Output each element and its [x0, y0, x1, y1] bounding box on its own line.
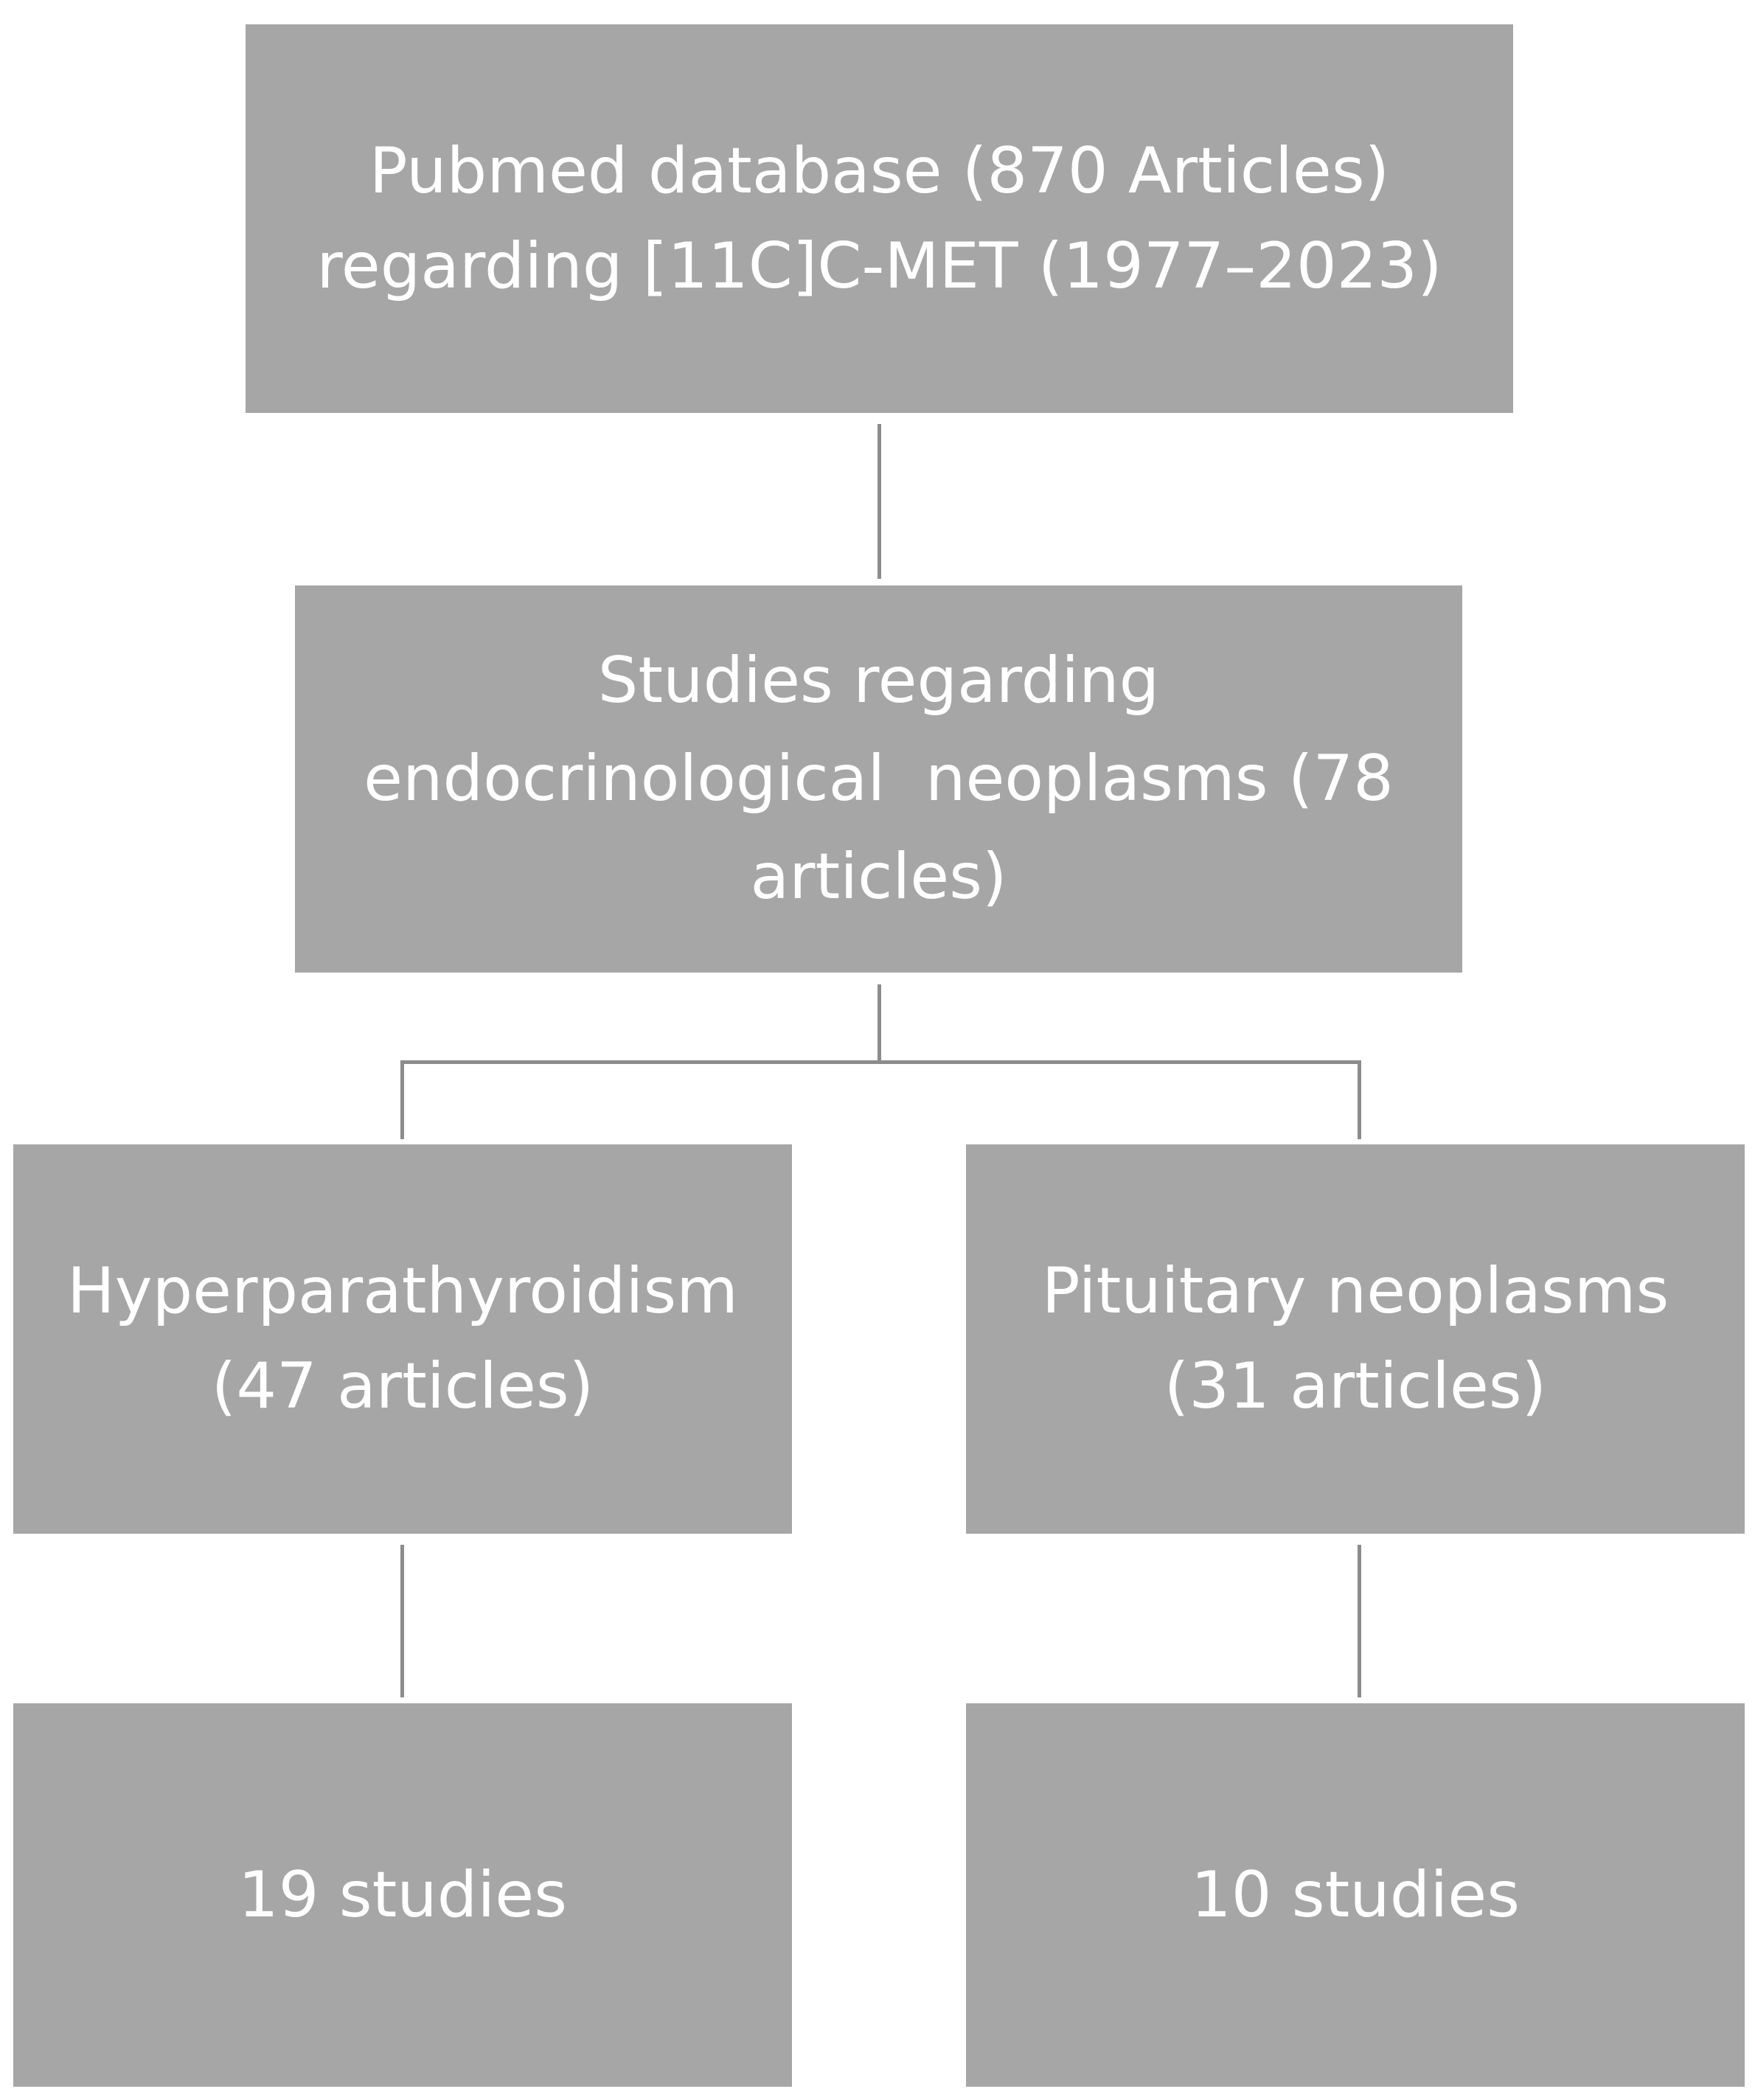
right-box-line-2: (31 articles) — [1164, 1349, 1547, 1423]
connector-branch-horizontal — [400, 1060, 1361, 1064]
left-box-hyperparathyroidism: Hyperparathyroidism (47 articles) — [13, 1144, 792, 1534]
left-result-label: 19 studies — [238, 1857, 567, 1932]
root-box-line-1: Pubmed database (870 Articles) — [369, 133, 1390, 208]
middle-box-line-1: Studies regarding — [597, 643, 1160, 717]
connector-right-to-result — [1358, 1545, 1361, 1697]
middle-box-endocrine-studies: Studies regarding endocrinological neopl… — [295, 585, 1462, 973]
connector-middle-stem — [878, 984, 881, 1064]
left-result-box: 19 studies — [13, 1703, 792, 2087]
right-result-box: 10 studies — [966, 1703, 1745, 2087]
connector-root-to-middle — [878, 424, 881, 579]
middle-box-line-2: endocrinological neoplasms (78 — [364, 741, 1394, 816]
right-box-pituitary-neoplasms: Pituitary neoplasms (31 articles) — [966, 1144, 1745, 1534]
root-box-pubmed-search: Pubmed database (870 Articles) regarding… — [246, 24, 1513, 413]
left-box-line-2: (47 articles) — [211, 1349, 594, 1423]
root-box-line-2: regarding [11C]C-MET (1977–2023) — [316, 229, 1442, 303]
right-box-line-1: Pituitary neoplasms — [1041, 1254, 1669, 1328]
connector-left-to-result — [400, 1545, 404, 1697]
connector-branch-right — [1358, 1060, 1361, 1139]
middle-box-line-3: articles) — [750, 840, 1007, 914]
left-box-line-1: Hyperparathyroidism — [67, 1254, 738, 1328]
right-result-label: 10 studies — [1191, 1857, 1520, 1932]
connector-branch-left — [400, 1060, 404, 1139]
